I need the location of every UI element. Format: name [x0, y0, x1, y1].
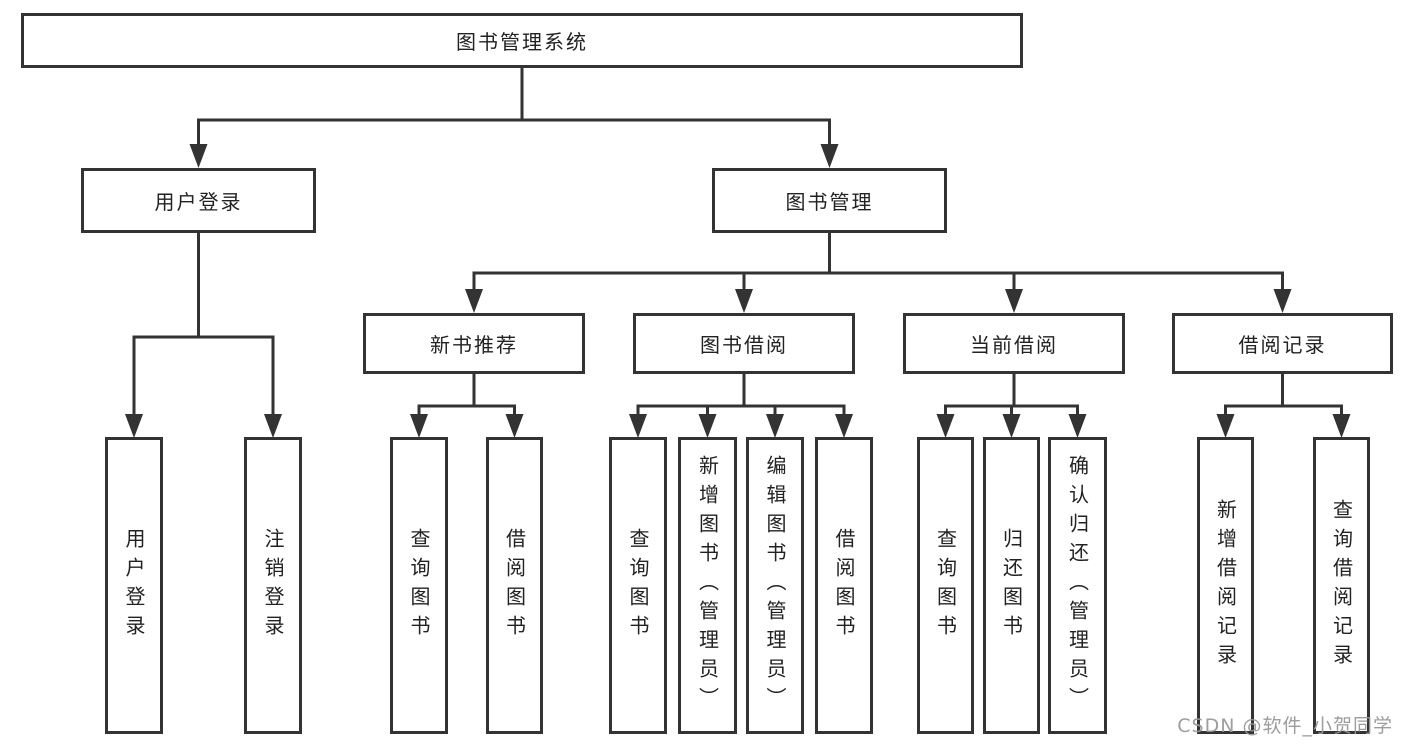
leaf-query-books-borrowing: 查询图书: [609, 437, 667, 734]
node-user-login-group: 用户登录: [81, 168, 316, 233]
node-label: 查询图书: [626, 527, 650, 644]
leaf-logout: 注销登录: [244, 437, 302, 734]
node-label: 新增图书（管理员）: [695, 455, 720, 716]
node-new-book-recommend: 新书推荐: [363, 313, 585, 374]
node-label: 当前借阅: [970, 333, 1058, 357]
leaf-user-login: 用户登录: [105, 437, 163, 734]
leaf-query-borrow-record: 查询借阅记录: [1313, 437, 1370, 734]
node-label: 查询借阅记录: [1329, 498, 1354, 673]
node-label: 借阅记录: [1238, 333, 1327, 357]
node-label: 查询图书: [933, 527, 958, 644]
leaf-query-books-recommend: 查询图书: [390, 437, 448, 734]
book-borrowing-branch-connector: [629, 372, 853, 438]
leaf-query-books-current: 查询图书: [917, 437, 974, 734]
node-current-borrowing: 当前借阅: [903, 313, 1125, 374]
node-label: 用户登录: [154, 190, 243, 214]
borrowing-records-branch-connector: [1216, 372, 1351, 438]
node-label: 用户登录: [122, 527, 146, 644]
node-label: 图书借阅: [700, 333, 788, 357]
book-management-branch-connector: [465, 231, 1292, 313]
new-book-recommend-branch-connector: [410, 372, 524, 438]
leaf-edit-book-admin: 编辑图书（管理员）: [746, 437, 804, 734]
node-label: 借阅图书: [832, 527, 856, 644]
node-label: 图书管理系统: [456, 30, 588, 54]
leaf-return-books: 归还图书: [983, 437, 1040, 734]
node-label: 新增借阅记录: [1213, 498, 1238, 673]
leaf-borrow-books-recommend: 借阅图书: [486, 437, 543, 734]
node-book-management-system: 图书管理系统: [21, 13, 1023, 68]
node-label: 新书推荐: [430, 333, 518, 357]
node-label: 借阅图书: [502, 527, 527, 644]
leaf-confirm-return-admin: 确认归还（管理员）: [1048, 437, 1107, 734]
node-book-borrowing: 图书借阅: [633, 313, 855, 374]
leaf-add-book-admin: 新增图书（管理员）: [678, 437, 737, 734]
user-login-branch-connector: [125, 231, 282, 438]
node-label: 图书管理: [785, 190, 874, 214]
current-borrowing-branch-connector: [936, 372, 1087, 438]
leaf-add-borrow-record: 新增借阅记录: [1197, 437, 1254, 734]
root-to-level2-connector: [189, 66, 839, 168]
node-book-management: 图书管理: [712, 168, 947, 233]
node-label: 归还图书: [999, 527, 1024, 644]
node-label: 确认归还（管理员）: [1065, 455, 1090, 716]
node-label: 编辑图书（管理员）: [763, 455, 787, 716]
leaf-borrow-books-borrowing: 借阅图书: [815, 437, 873, 734]
node-label: 注销登录: [261, 527, 285, 644]
node-borrowing-records: 借阅记录: [1172, 313, 1393, 374]
watermark-text: CSDN @软件_小贺同学: [1177, 715, 1393, 737]
node-label: 查询图书: [407, 527, 431, 644]
